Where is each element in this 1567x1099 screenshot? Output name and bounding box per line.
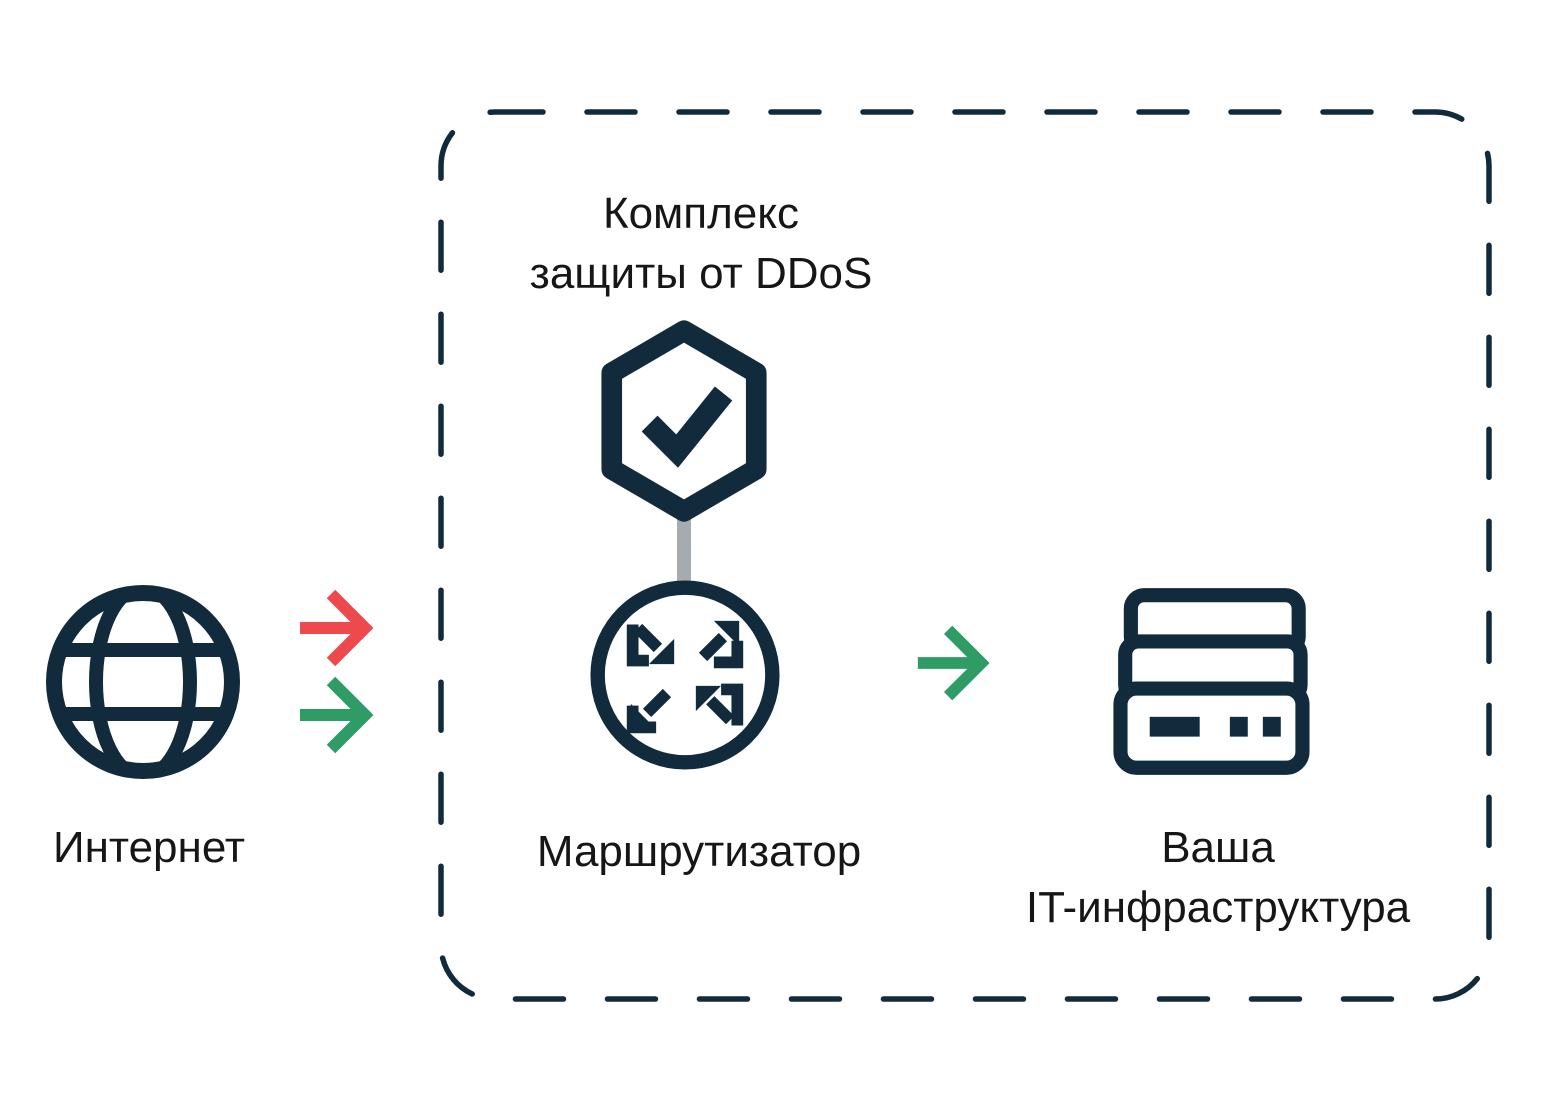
internet-label: Интернет [53, 823, 245, 872]
server-stack-icon [1113, 588, 1310, 775]
globe-icon [46, 585, 240, 779]
red-arrow-icon [300, 589, 374, 667]
infrastructure-label: Ваша IT-инфраструктура [1025, 823, 1411, 932]
shield-check-icon [601, 320, 767, 522]
protection-zone-title: Комплекс защиты от DDoS [529, 189, 873, 298]
shield-router-connector [677, 514, 691, 594]
router-label: Маршрутизатор [536, 827, 862, 876]
green-arrow-icon [917, 625, 990, 701]
router-arrows-icon [590, 580, 780, 770]
green-arrow-icon [300, 676, 374, 754]
